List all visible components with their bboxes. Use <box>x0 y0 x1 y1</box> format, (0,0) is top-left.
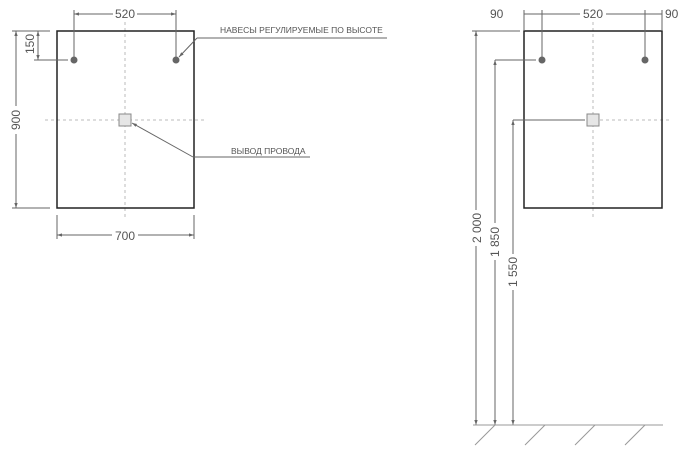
dim-700: 700 <box>115 229 135 243</box>
hinge-right <box>641 56 649 64</box>
dim-90-left: 90 <box>490 7 504 21</box>
label-wire: ВЫВОД ПРОВОДА <box>231 146 306 156</box>
mount-view: 90 520 90 2 000 1 850 1 550 <box>470 7 679 446</box>
wire-outlet <box>586 113 600 127</box>
dim-90-right: 90 <box>665 7 679 21</box>
hinge-right <box>172 56 180 64</box>
floor-line <box>473 424 663 446</box>
hinge-left <box>538 56 546 64</box>
wire-outlet <box>118 113 132 127</box>
dim-150: 150 <box>23 34 37 54</box>
dim-520: 520 <box>583 7 603 21</box>
mirror-outline <box>56 30 195 209</box>
dim-2000: 2 000 <box>470 213 484 243</box>
dim-900: 900 <box>9 110 23 130</box>
dim-520: 520 <box>115 7 135 21</box>
front-view: 520 150 900 700 НАВЕСЫ РЕГУЛИРУЕМЫЕ ПО В… <box>9 7 387 243</box>
label-hinges: НАВЕСЫ РЕГУЛИРУЕМЫЕ ПО ВЫСОТЕ <box>220 25 383 35</box>
dim-1850: 1 850 <box>488 227 502 257</box>
dim-1550: 1 550 <box>506 257 520 287</box>
hinge-left <box>70 56 78 64</box>
